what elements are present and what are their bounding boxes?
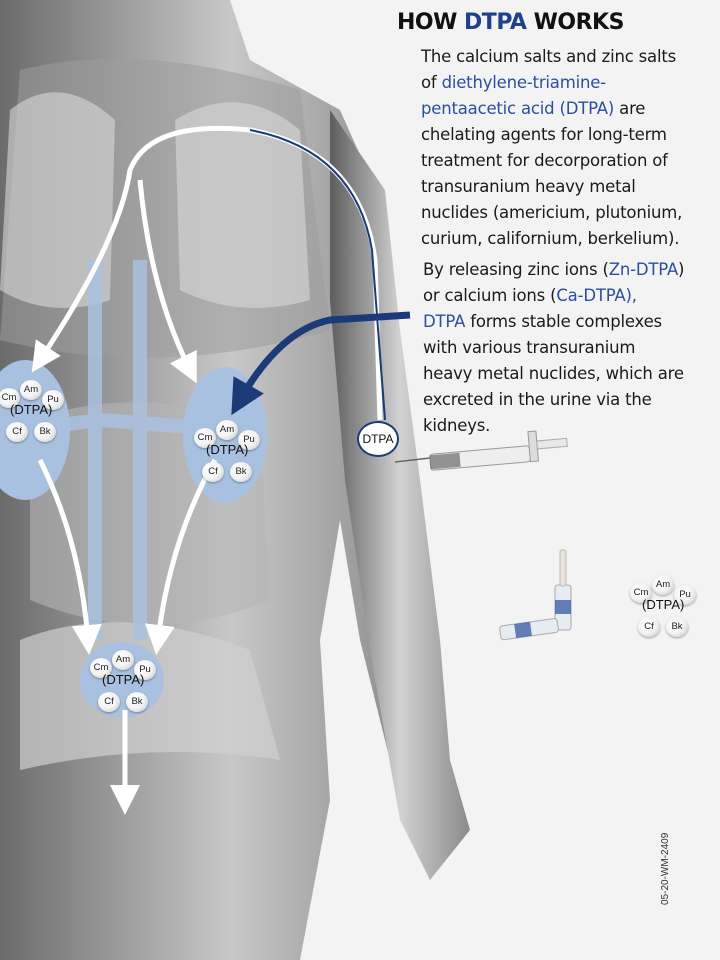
aorta: [19, 260, 231, 640]
lungs: [0, 92, 310, 308]
circulation-arrow-right: [137, 179, 197, 384]
plutonium-ball: Pu: [238, 430, 260, 450]
plutonium-ball: Pu: [42, 390, 64, 410]
curium-ball: Cm: [0, 388, 20, 408]
description-paragraph-2: By releasing zinc ions (Zn-DTPA) or calc…: [423, 260, 685, 435]
dtpa-complex-standalone: Cm Am Pu (DTPA) Cf Bk: [630, 575, 700, 641]
vein-blue-line: [249, 129, 386, 421]
americium-ball: Am: [652, 575, 674, 595]
americium-ball: Am: [20, 380, 42, 400]
californium-ball: Cf: [202, 462, 224, 482]
americium-ball: Am: [216, 420, 238, 440]
dtpa-core: (DTPA): [206, 442, 249, 457]
dtpa-core: (DTPA): [102, 672, 145, 687]
dtpa-core: (DTPA): [10, 402, 53, 417]
document-code: 05-20-WM-2409: [660, 832, 671, 905]
dtpa-core: (DTPA): [642, 597, 685, 612]
curium-ball: Cm: [90, 658, 112, 678]
injection-dtpa-label: DTPA: [357, 421, 399, 457]
syringe-icon: [394, 430, 568, 471]
curium-ball: Cm: [194, 428, 216, 448]
dtpa-complex-left-kidney: Cm Am Pu (DTPA) Cf Bk: [0, 380, 68, 446]
californium-ball: Cf: [98, 692, 120, 712]
californium-ball: Cf: [638, 617, 660, 637]
page-title: HOW DTPA WORKS: [397, 10, 624, 35]
injection-path: [231, 311, 411, 416]
americium-ball: Am: [112, 650, 134, 670]
plutonium-ball: Pu: [134, 660, 156, 680]
berkelium-ball: Bk: [666, 617, 688, 637]
description-paragraph-1: The calcium salts and zinc salts of diet…: [421, 47, 683, 248]
dtpa-complex-right-kidney: Cm Am Pu (DTPA) Cf Bk: [194, 420, 264, 486]
berkelium-ball: Bk: [126, 692, 148, 712]
californium-ball: Cf: [6, 422, 28, 442]
berkelium-ball: Bk: [230, 462, 252, 482]
arm: [330, 110, 470, 880]
dtpa-complex-bladder: Cm Am Pu (DTPA) Cf Bk: [90, 650, 160, 716]
curium-ball: Cm: [630, 583, 652, 603]
berkelium-ball: Bk: [34, 422, 56, 442]
ampoule-icon: [499, 549, 572, 641]
plutonium-ball: Pu: [674, 585, 696, 605]
ureter-arrow-left: [37, 458, 102, 655]
